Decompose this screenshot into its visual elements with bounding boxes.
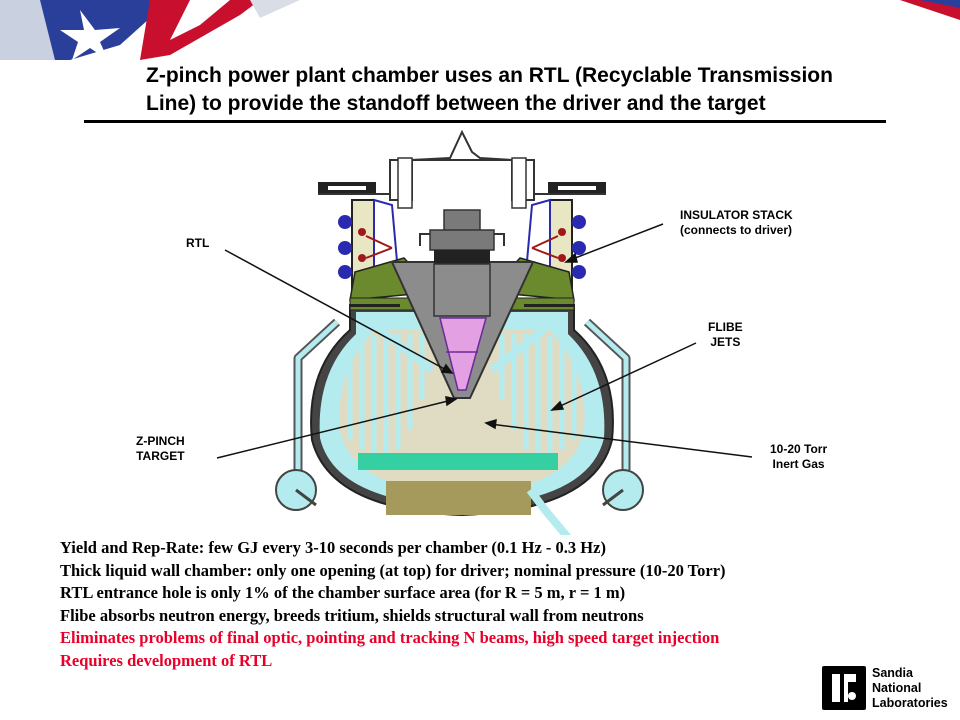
flibe-pool-bar <box>358 453 558 470</box>
bullet-eliminates: Eliminates problems of final optic, poin… <box>60 628 720 647</box>
rtl-inner-column <box>433 263 491 317</box>
bullet-list: Yield and Rep-Rate: few GJ every 3-10 se… <box>60 537 950 672</box>
label-rtl: RTL <box>186 236 210 250</box>
label-z-pinch-target: Z-PINCH TARGET <box>136 434 185 463</box>
title-underline <box>84 120 886 123</box>
pool-sump <box>386 481 531 515</box>
flag-banner-graphic <box>0 0 960 60</box>
bullet-yield: Yield and Rep-Rate: few GJ every 3-10 se… <box>60 538 606 557</box>
sandia-logo-text: Sandia National Laboratories <box>872 666 948 710</box>
label-inert-gas: 10-20 Torr Inert Gas <box>770 442 828 471</box>
chamber-diagram <box>216 129 753 535</box>
bullet-requires: Requires development of RTL <box>60 650 273 670</box>
label-insulator-stack: INSULATOR STACK (connects to driver) <box>680 208 793 237</box>
title-line-1: Z-pinch power plant chamber uses an RTL … <box>146 64 833 87</box>
z-pinch-target <box>439 317 487 391</box>
bullet-flibe: Flibe absorbs neutron energy, breeds tri… <box>60 605 644 625</box>
sandia-logo-icon <box>822 666 866 710</box>
bullet-chamber: Thick liquid wall chamber: only one open… <box>60 560 726 580</box>
drain-pipe <box>526 487 572 535</box>
bullet-rtl-hole: RTL entrance hole is only 1% of the cham… <box>60 583 626 602</box>
label-flibe-jets: FLIBE JETS <box>708 320 743 349</box>
title-line-2: Line) to provide the standoff between th… <box>146 92 766 115</box>
sandia-logo: Sandia National Laboratories <box>818 664 948 714</box>
slide-title: Z-pinch power plant chamber uses an RTL … <box>146 62 946 118</box>
